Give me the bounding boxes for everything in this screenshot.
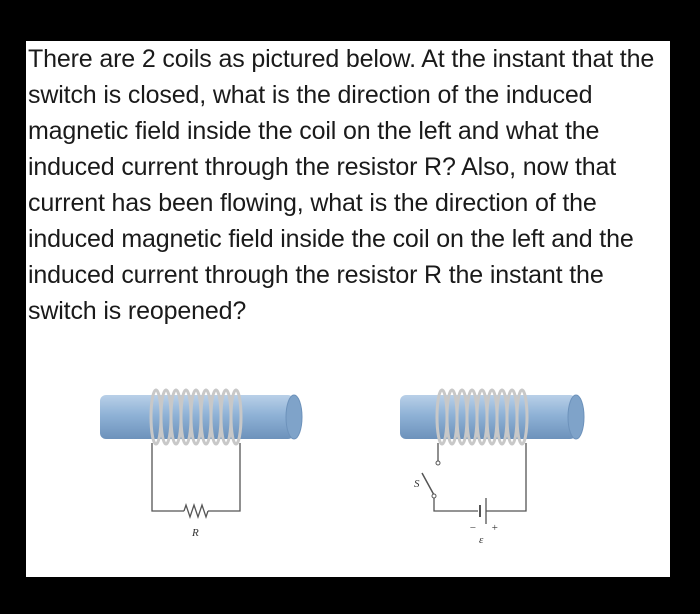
left-rod-end — [285, 394, 303, 440]
right-rod-end — [567, 394, 585, 440]
right-coil-assembly: S − + ε — [400, 388, 585, 546]
right-circuit-wire-bottom — [433, 498, 478, 512]
switch-blade — [421, 472, 435, 496]
emf-label: ε — [479, 534, 484, 546]
left-circuit-wire-right — [208, 443, 241, 512]
question-text: There are 2 coils as pictured below. At … — [28, 45, 655, 325]
resistor — [183, 502, 209, 520]
left-coil-windings — [149, 388, 243, 446]
battery-minus-label: − — [469, 522, 476, 534]
left-coil-assembly: R — [100, 388, 303, 539]
switch-contact-top — [435, 460, 441, 466]
battery-plus-label: + — [491, 522, 498, 534]
right-circuit-wire-right — [486, 443, 527, 512]
left-circuit-wire — [151, 443, 184, 512]
switch-pivot — [431, 493, 437, 499]
right-coil-windings — [435, 388, 529, 446]
left-rod — [100, 395, 294, 439]
question-card: There are 2 coils as pictured below. At … — [26, 41, 670, 577]
coils-diagram: R — [100, 388, 585, 546]
switch-label: S — [414, 478, 420, 490]
resistor-label: R — [191, 527, 199, 539]
